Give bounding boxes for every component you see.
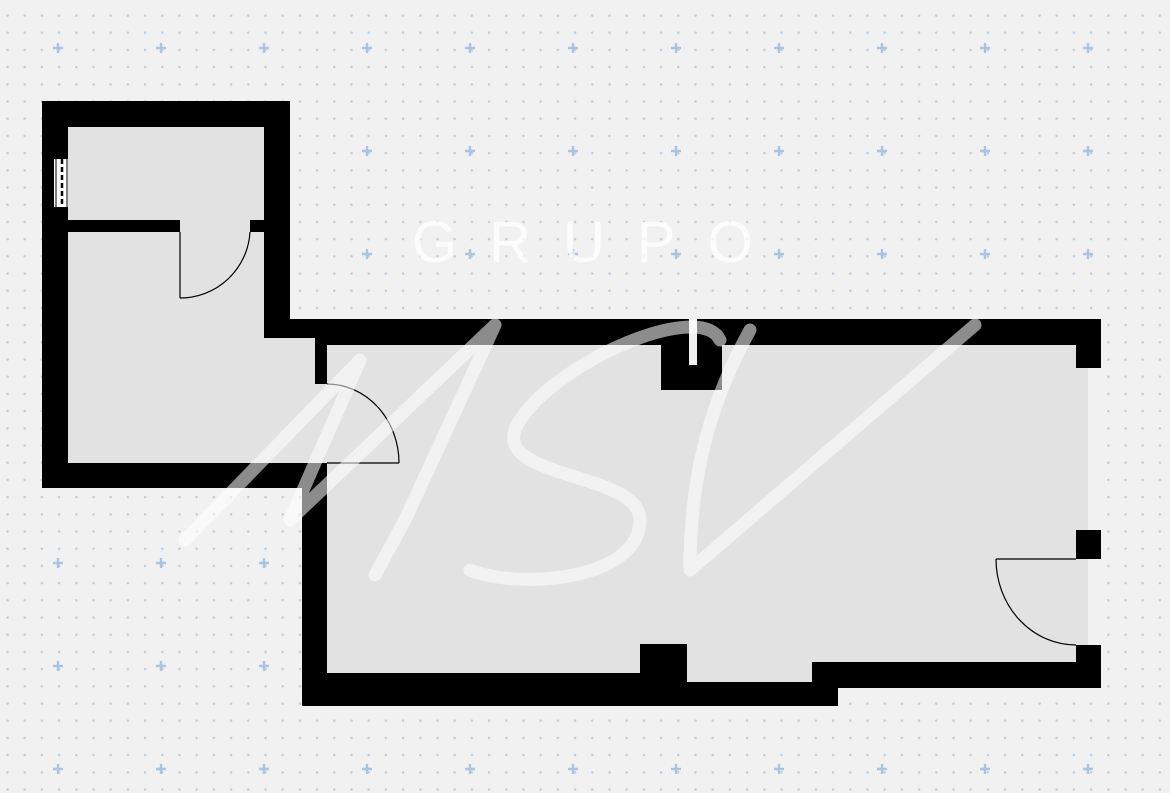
- door-swing-entrance: [995, 558, 1077, 646]
- window-opening-right: [1076, 368, 1088, 530]
- watermark-logo: GRUPO: [178, 210, 982, 586]
- room-small: [68, 127, 264, 220]
- watermark-grupo: GRUPO: [412, 210, 785, 275]
- door-swing-small-room: [179, 231, 251, 299]
- window-opening-right-outer: [1088, 368, 1101, 530]
- entrance-opening-outer: [1088, 559, 1101, 645]
- room-hall: [68, 232, 315, 463]
- watermark-msv: [178, 318, 982, 586]
- door-gap-inner: [180, 219, 250, 233]
- room-main: [327, 345, 1076, 682]
- window-left: [54, 159, 68, 207]
- column-notch: [689, 319, 697, 365]
- entrance-opening: [1076, 559, 1088, 645]
